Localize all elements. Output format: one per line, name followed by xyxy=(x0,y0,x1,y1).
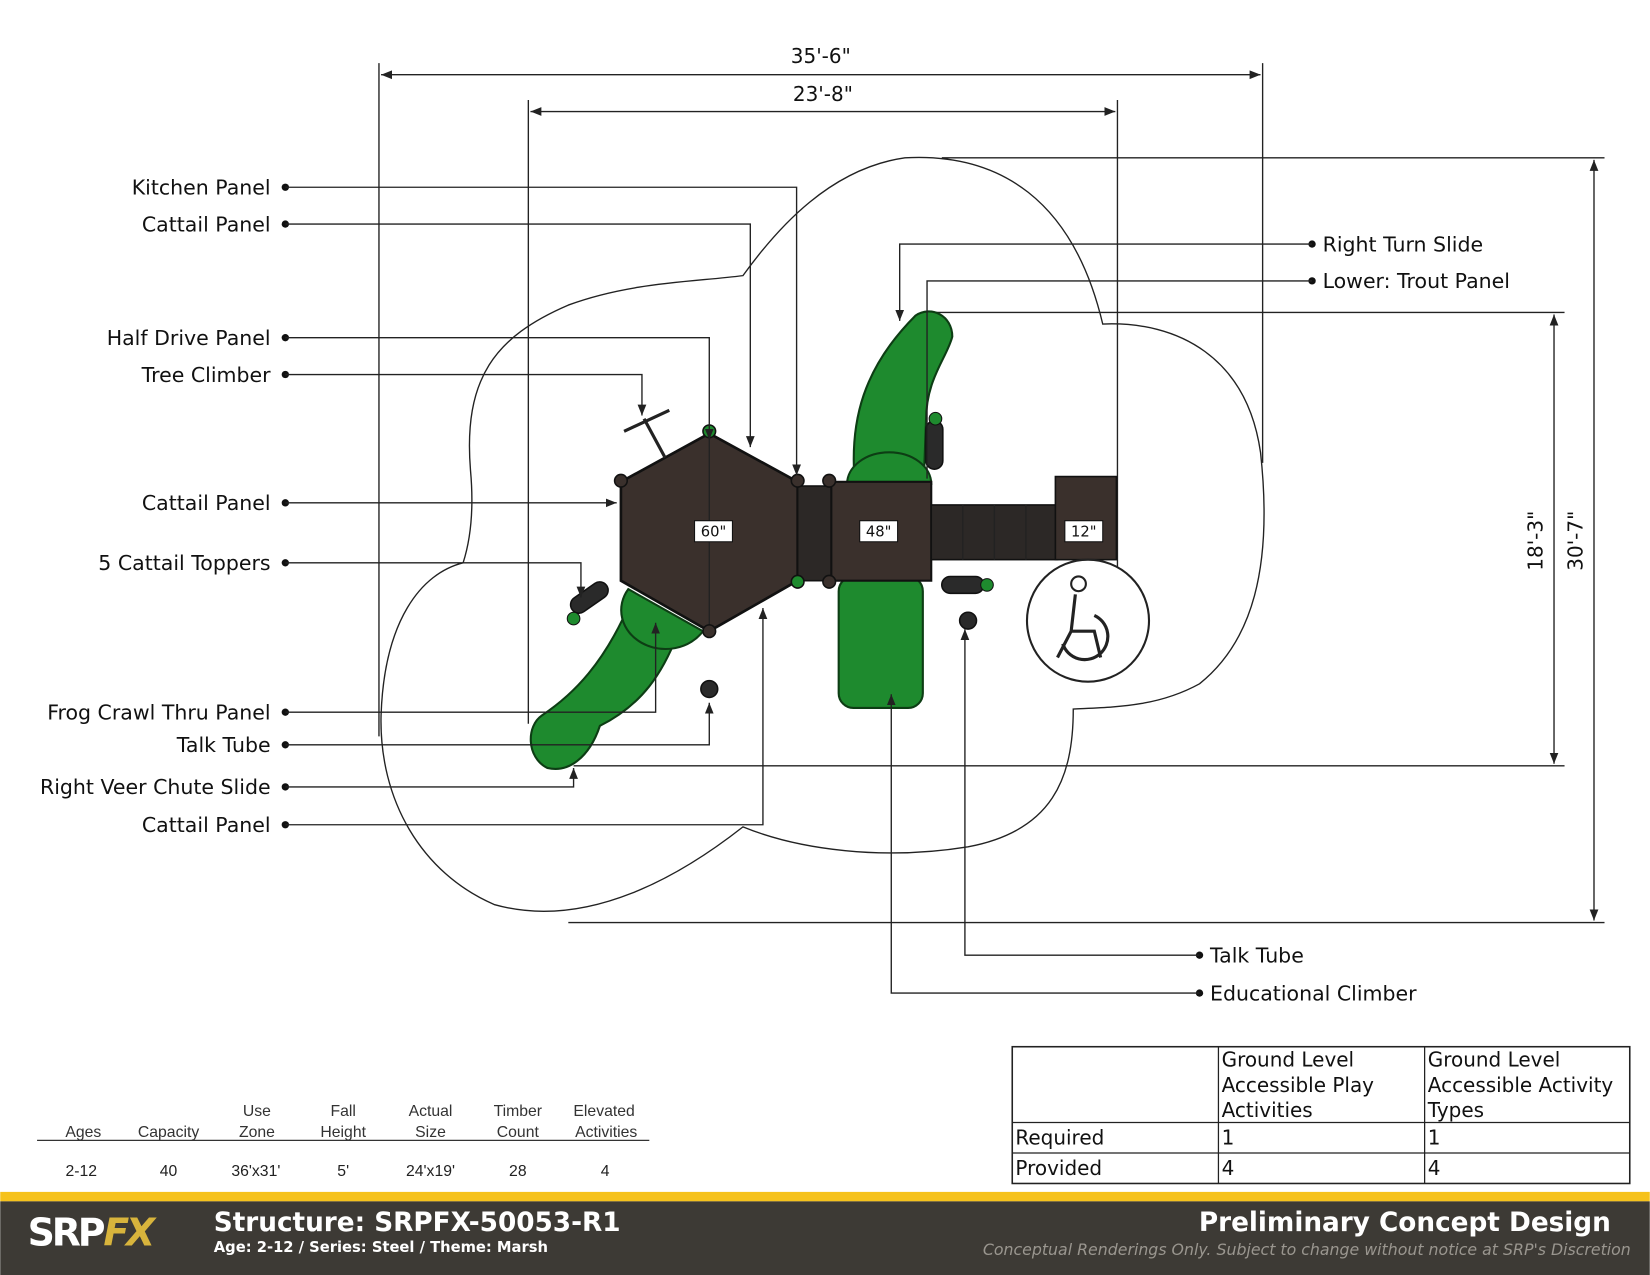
callout-cattail-panel: Cattail Panel xyxy=(142,813,271,837)
educational-climber xyxy=(837,575,924,710)
stat-header: Zone xyxy=(239,1124,275,1141)
dimension-label: 35'-6" xyxy=(791,44,851,68)
callout-cattail-panel: Cattail Panel xyxy=(142,491,271,515)
callout-talk-tube: Talk Tube xyxy=(176,733,271,757)
deck-height-label: 60" xyxy=(701,524,727,541)
stat-header: Ages xyxy=(65,1124,101,1141)
dimension-overall-depth: 30'-7" xyxy=(568,157,1605,924)
table-header: Ground Level xyxy=(1428,1048,1561,1072)
wheelchair-accessible-icon xyxy=(1025,558,1151,683)
stat-header: Use xyxy=(243,1103,271,1120)
stat-header: Count xyxy=(497,1124,540,1141)
table-cell: 1 xyxy=(1222,1126,1235,1150)
stat-header: Actual xyxy=(409,1103,453,1120)
table-cell: 4 xyxy=(1428,1156,1441,1180)
dimension-overall-width: 35'-6" xyxy=(378,44,1264,737)
cattail-toppers xyxy=(566,411,994,626)
dimension-structure-depth: 18'-3" xyxy=(573,311,1565,767)
disclaimer: Conceptual Renderings Only. Subject to c… xyxy=(983,1240,1631,1259)
slide-hood xyxy=(620,587,705,651)
deck-height-label: 12" xyxy=(1071,524,1097,541)
srpfx-logo: SRP FX xyxy=(28,1211,161,1255)
callout-half-drive-panel: Half Drive Panel xyxy=(107,326,271,350)
table-cell: 4 xyxy=(1222,1156,1235,1180)
structure-stats: Use Fall Actual Timber Elevated Ages Cap… xyxy=(37,1103,650,1180)
table-row-label: Required xyxy=(1015,1126,1104,1150)
table-cell: 1 xyxy=(1428,1126,1441,1150)
stat-header: Height xyxy=(320,1124,366,1141)
right-callouts: Right Turn Slide Lower: Trout Panel Talk… xyxy=(886,232,1510,1005)
svg-text:SRP: SRP xyxy=(28,1211,105,1255)
stat-value-capacity: 40 xyxy=(160,1163,178,1180)
use-zone-outline xyxy=(380,156,1265,912)
structure-id: Structure: SRPFX-50053-R1 xyxy=(214,1208,621,1238)
stat-header: Timber xyxy=(494,1103,542,1120)
tree-climber xyxy=(623,408,670,459)
table-header: Activities xyxy=(1222,1098,1313,1122)
callout-cattail-panel: Cattail Panel xyxy=(142,212,271,236)
structure-details: Age: 2-12 / Series: Steel / Theme: Marsh xyxy=(214,1239,548,1256)
stat-value-elevated-activities: 4 xyxy=(601,1163,610,1180)
table-header: Ground Level xyxy=(1222,1048,1355,1072)
table-row-label: Provided xyxy=(1015,1156,1102,1180)
callout-kitchen-panel: Kitchen Panel xyxy=(132,176,271,200)
callout-tree-climber: Tree Climber xyxy=(141,363,272,387)
callout-right-veer-chute-slide: Right Veer Chute Slide xyxy=(40,775,271,799)
table-header: Types xyxy=(1427,1098,1484,1122)
stat-header: Fall xyxy=(330,1103,355,1120)
dimension-structure-width: 23'-8" xyxy=(527,82,1119,724)
stat-value-use-zone: 36'x31' xyxy=(231,1163,280,1180)
stat-header: Activities xyxy=(575,1124,637,1141)
svg-text:FX: FX xyxy=(103,1211,157,1255)
deck-height-label: 48" xyxy=(866,524,892,541)
callout-educational-climber: Educational Climber xyxy=(1210,981,1417,1005)
bridge xyxy=(796,485,833,582)
callout-cattail-toppers: 5 Cattail Toppers xyxy=(98,551,270,575)
deck-12 xyxy=(1054,475,1118,561)
design-status-title: Preliminary Concept Design xyxy=(1199,1208,1611,1238)
dimension-label: 30'-7" xyxy=(1563,511,1587,571)
stat-value-actual-size: 24'x19' xyxy=(406,1163,455,1180)
slide-hood xyxy=(846,451,933,485)
stat-value-fall-height: 5' xyxy=(337,1163,349,1180)
left-callouts: Kitchen Panel Cattail Panel Half Drive P… xyxy=(40,176,801,837)
posts xyxy=(613,473,837,639)
dimension-label: 18'-3" xyxy=(1523,511,1547,571)
table-header: Accessible Activity xyxy=(1428,1073,1614,1097)
stat-header: Elevated xyxy=(573,1103,634,1120)
callout-right-turn-slide: Right Turn Slide xyxy=(1323,232,1484,256)
stat-value-ages: 2-12 xyxy=(65,1163,97,1180)
footer-bar: SRP FX Structure: SRPFX-50053-R1 Age: 2-… xyxy=(0,1191,1650,1275)
stat-header: Capacity xyxy=(138,1124,199,1141)
callout-talk-tube: Talk Tube xyxy=(1209,944,1304,968)
dimension-label: 23'-8" xyxy=(793,82,853,106)
table-header: Accessible Play xyxy=(1222,1073,1375,1097)
callout-lower-trout-panel: Lower: Trout Panel xyxy=(1323,269,1510,293)
callout-frog-crawl-thru-panel: Frog Crawl Thru Panel xyxy=(47,701,270,725)
stat-header: Size xyxy=(415,1124,446,1141)
accessibility-table: Ground Level Accessible Play Activities … xyxy=(1011,1045,1631,1185)
stat-value-timber-count: 28 xyxy=(509,1163,527,1180)
play-structure: 60" 48" 12" xyxy=(529,310,1151,770)
